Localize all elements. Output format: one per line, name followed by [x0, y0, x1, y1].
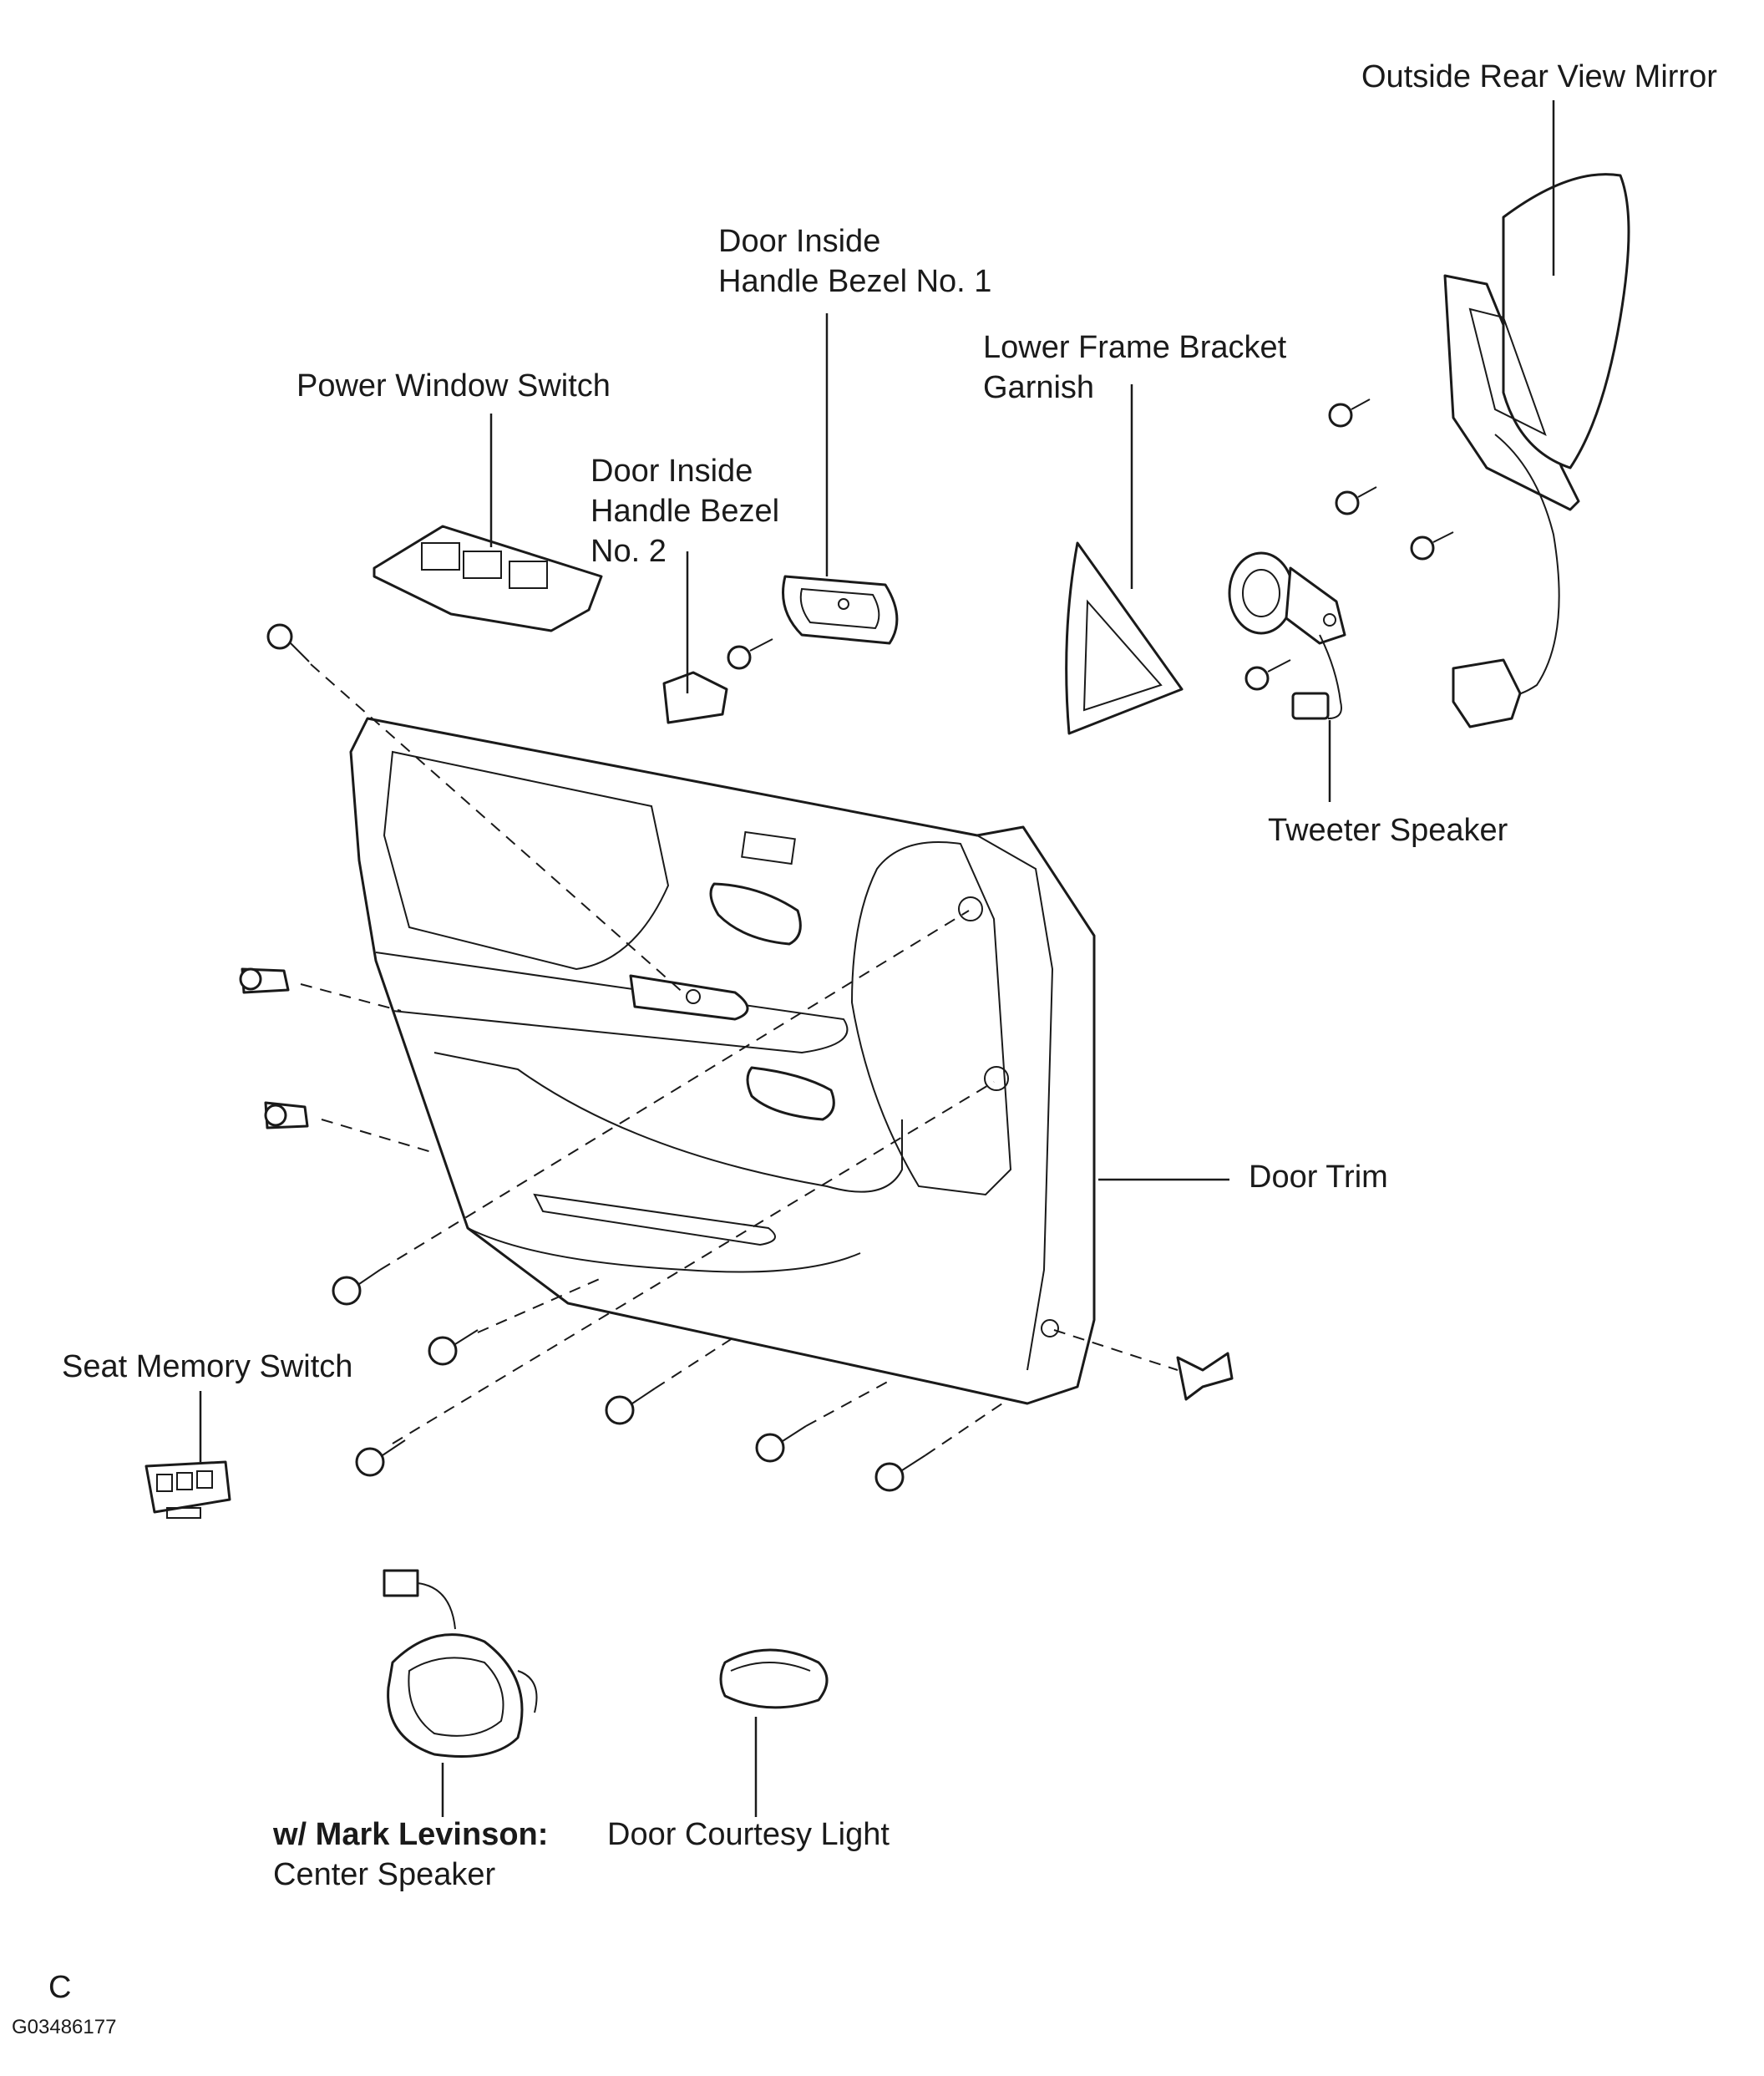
seat-memory-switch	[144, 1460, 231, 1519]
door-inside-handle-bezel-no2	[662, 638, 773, 724]
label-line: Door Inside	[591, 454, 753, 489]
door-courtesy-light	[719, 1648, 829, 1709]
label-door-trim: Door Trim	[1249, 1160, 1388, 1195]
mirror-bolts	[1328, 398, 1454, 561]
label-door-courtesy-light: Door Courtesy Light	[607, 1817, 890, 1852]
label-door-inside-handle-bezel-no2: Door Inside Handle Bezel No. 2	[591, 451, 779, 571]
label-seat-memory-switch: Seat Memory Switch	[62, 1349, 353, 1384]
corner-letter: C	[48, 1970, 72, 2005]
label-line: Lower Frame Bracket	[983, 330, 1287, 365]
label-lower-frame-bracket-garnish: Lower Frame Bracket Garnish	[983, 327, 1286, 408]
label-outside-rear-view-mirror: Outside Rear View Mirror	[1361, 59, 1717, 94]
label-line: Center Speaker	[273, 1857, 496, 1892]
label-tweeter-speaker: Tweeter Speaker	[1268, 813, 1508, 848]
label-line: Garnish	[983, 370, 1095, 405]
label-power-window-switch: Power Window Switch	[297, 368, 611, 404]
door-inside-handle-bezel-no1	[782, 575, 899, 645]
assembly-dashed-lines	[300, 663, 1179, 1456]
outside-rear-view-mirror	[1443, 173, 1630, 728]
figure-code: G03486177	[12, 2016, 117, 2038]
label-center-speaker: w/ Mark Levinson: Center Speaker	[273, 1815, 548, 1895]
lower-frame-bracket-garnish	[1065, 541, 1184, 735]
trim-clips-and-screws	[239, 623, 1234, 1492]
label-line: Handle Bezel	[591, 494, 780, 529]
center-speaker	[383, 1569, 538, 1758]
label-door-inside-handle-bezel-no1: Door Inside Handle Bezel No. 1	[718, 221, 991, 302]
label-line: Door Inside	[718, 224, 881, 259]
power-window-switch	[373, 525, 603, 632]
label-line: No. 2	[591, 534, 667, 569]
tweeter-speaker	[1228, 551, 1346, 720]
label-line: Handle Bezel No. 1	[718, 264, 992, 299]
label-line-mark-levinson: w/ Mark Levinson:	[273, 1817, 549, 1852]
leader-lines	[199, 100, 1555, 1817]
